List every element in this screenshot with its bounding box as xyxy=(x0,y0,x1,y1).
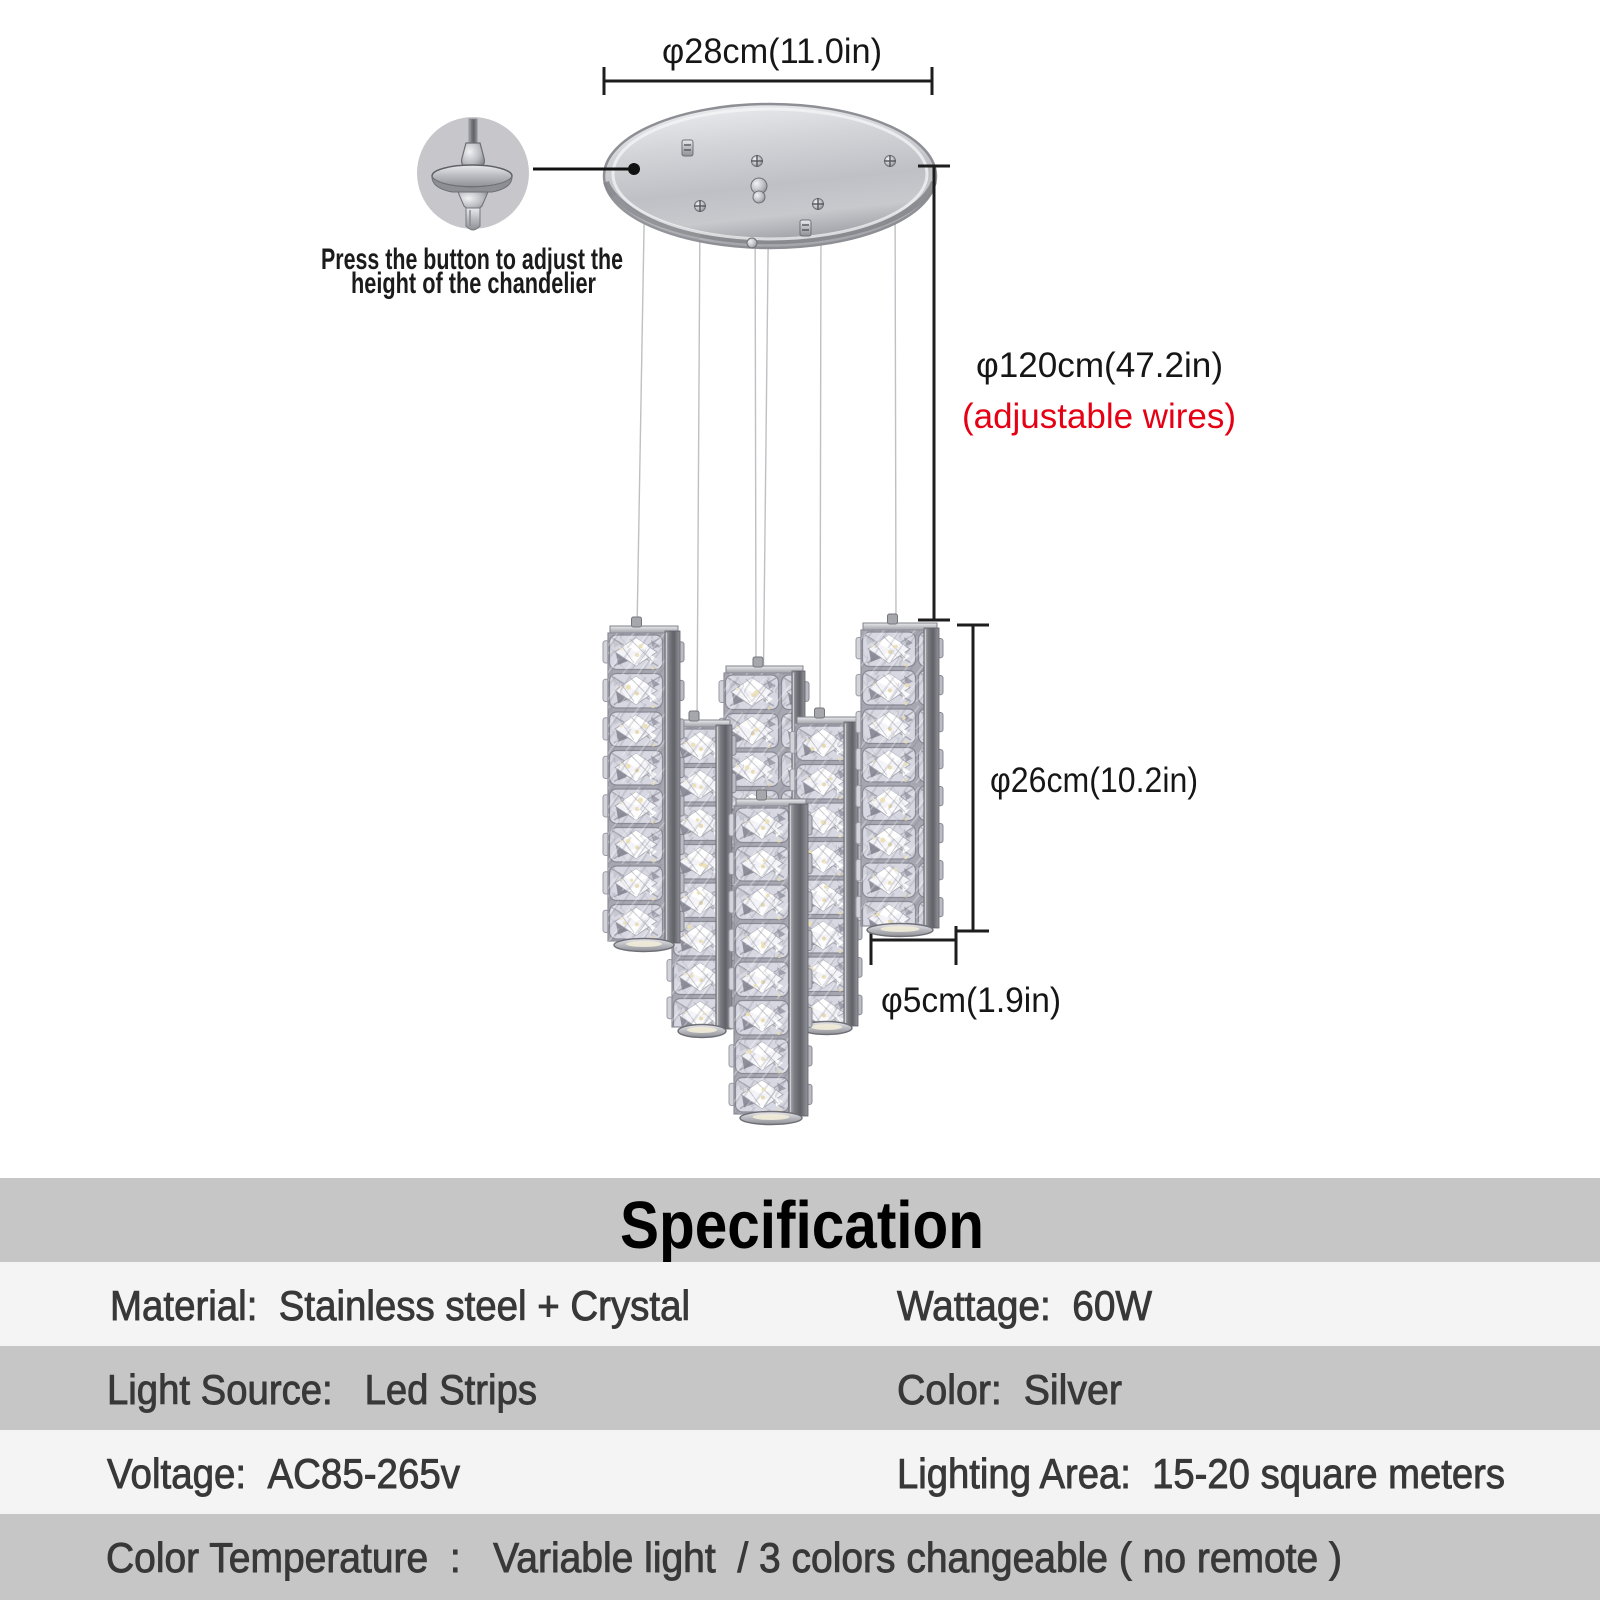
svg-text:Press the button to adjust the: Press the button to adjust the xyxy=(321,243,623,276)
svg-text:Material: Stainless steel + C: Material: Stainless steel + Crystal xyxy=(110,1282,690,1329)
svg-text:φ26cm(10.2in): φ26cm(10.2in) xyxy=(990,761,1198,800)
svg-text:Voltage: AC85-265v: Voltage: AC85-265v xyxy=(107,1450,460,1497)
svg-text:Light Source: Led Strips: Light Source: Led Strips xyxy=(107,1366,537,1413)
svg-text:Color Temperature : Variabl: Color Temperature : Variable light / 3 c… xyxy=(106,1534,1342,1581)
svg-text:Specification: Specification xyxy=(620,1188,984,1263)
svg-text:φ120cm(47.2in): φ120cm(47.2in) xyxy=(976,346,1223,385)
svg-text:height of the chandelier: height of the chandelier xyxy=(351,267,596,300)
svg-text:Wattage: 60W: Wattage: 60W xyxy=(897,1282,1152,1329)
svg-text:(adjustable wires): (adjustable wires) xyxy=(962,397,1236,436)
svg-text:φ28cm(11.0in): φ28cm(11.0in) xyxy=(662,32,882,71)
svg-text:Color: Silver: Color: Silver xyxy=(897,1366,1122,1413)
svg-text:Lighting Area: 15-20 square m: Lighting Area: 15-20 square meters xyxy=(897,1450,1505,1497)
svg-text:φ5cm(1.9in): φ5cm(1.9in) xyxy=(881,981,1061,1020)
